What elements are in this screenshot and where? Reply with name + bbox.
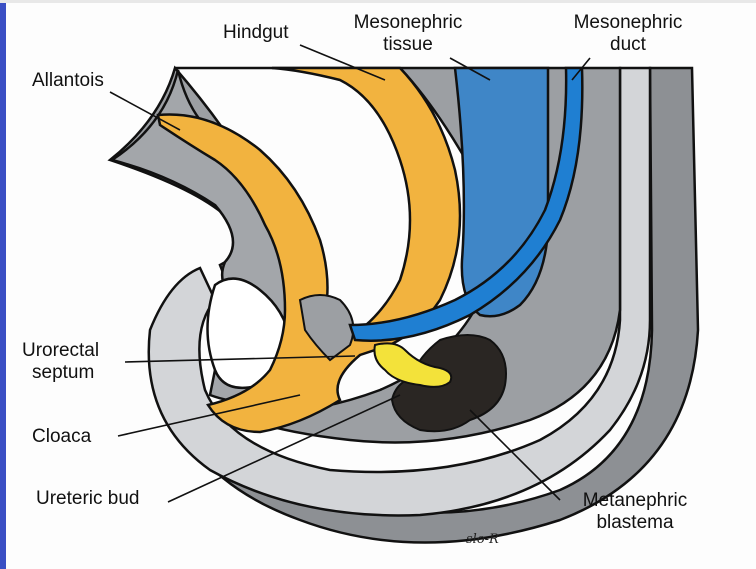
label-mesonephric-tissue-line2: tissue	[348, 34, 468, 56]
artist-signature: slo-R	[466, 532, 499, 547]
label-urorectal-septum-line1: Urorectal	[22, 340, 99, 362]
label-urorectal-septum-line2: septum	[22, 362, 99, 384]
label-mesonephric-duct: Mesonephric duct	[558, 12, 698, 56]
label-mesonephric-duct-line1: Mesonephric	[558, 12, 698, 34]
label-mesonephric-tissue-line1: Mesonephric	[348, 12, 468, 34]
label-metanephric-blastema: Metanephric blastema	[565, 490, 705, 534]
label-ureteric-bud: Ureteric bud	[36, 488, 140, 510]
label-cloaca: Cloaca	[32, 426, 91, 448]
label-hindgut: Hindgut	[223, 22, 289, 44]
label-metanephric-blastema-line1: Metanephric	[565, 490, 705, 512]
label-mesonephric-duct-line2: duct	[558, 34, 698, 56]
label-urorectal-septum: Urorectal septum	[22, 340, 99, 384]
label-metanephric-blastema-line2: blastema	[565, 512, 705, 534]
label-mesonephric-tissue: Mesonephric tissue	[348, 12, 468, 56]
label-allantois: Allantois	[32, 70, 104, 92]
